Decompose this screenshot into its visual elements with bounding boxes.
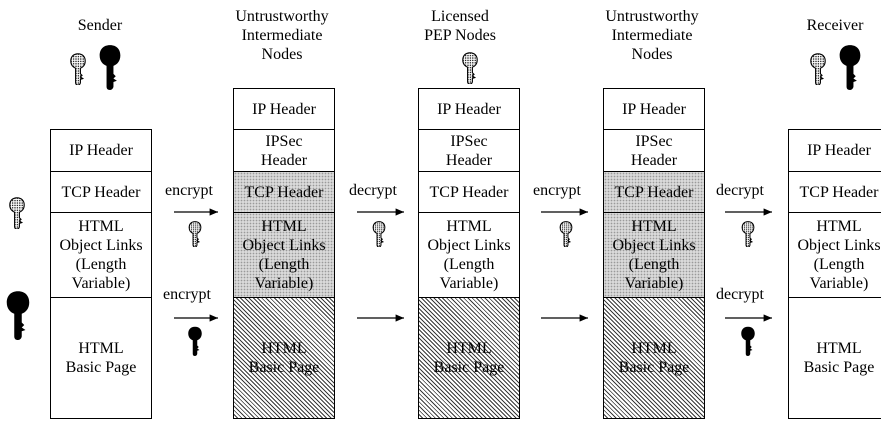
basic-page-label: HTML Basic Page bbox=[433, 340, 505, 376]
tcp-header-cell: TCP Header bbox=[419, 172, 519, 213]
ip-header-cell: IP Header bbox=[51, 130, 151, 172]
receiver-packet: IP Header TCP Header HTML Object Links (… bbox=[788, 129, 881, 419]
ip-header-label: IP Header bbox=[622, 100, 686, 118]
ip-header-label: IP Header bbox=[437, 100, 501, 118]
dotted-key-icon bbox=[370, 221, 388, 247]
encrypt-label-upper-2: encrypt bbox=[533, 182, 581, 199]
ip-header-cell: IP Header bbox=[234, 89, 334, 130]
encrypted-object-links-cell: HTML Object Links (Length Variable) bbox=[234, 213, 334, 298]
ipsec-header-label: IPSec Header bbox=[445, 132, 493, 169]
object-links-label: HTML Object Links (Length Variable) bbox=[797, 218, 881, 292]
receiver-title: Receiver bbox=[806, 17, 864, 34]
encrypted-basic-page-cell: HTML Basic Page bbox=[234, 298, 334, 418]
sender-title: Sender bbox=[77, 17, 123, 34]
encrypt-label-lower: encrypt bbox=[163, 286, 211, 303]
encrypted-basic-page-cell: HTML Basic Page bbox=[604, 298, 704, 418]
object-links-label: HTML Object Links (Length Variable) bbox=[612, 218, 696, 292]
basic-page-cell: HTML Basic Page bbox=[789, 298, 881, 418]
encrypted-tcp-header-cell: TCP Header bbox=[604, 172, 704, 213]
basic-page-cell: HTML Basic Page bbox=[51, 298, 151, 418]
basic-page-label: HTML Basic Page bbox=[618, 340, 690, 376]
tcp-header-label: TCP Header bbox=[61, 183, 141, 201]
tcp-header-label: TCP Header bbox=[244, 183, 324, 201]
encrypted-object-links-cell: HTML Object Links (Length Variable) bbox=[604, 213, 704, 298]
ipsec-header-cell: IPSec Header bbox=[234, 130, 334, 172]
ip-header-cell: IP Header bbox=[789, 130, 881, 172]
tcp-header-label: TCP Header bbox=[614, 183, 694, 201]
untrusted-packet-2: IP Header IPSec Header TCP Header HTML O… bbox=[603, 88, 705, 419]
untrusted-nodes-title-2: Untrustworthy Intermediate Nodes bbox=[605, 8, 699, 63]
decrypt-label-upper-2: decrypt bbox=[716, 182, 764, 199]
dotted-key-icon bbox=[739, 221, 757, 247]
tcp-header-label: TCP Header bbox=[429, 183, 509, 201]
ipsec-header-cell: IPSec Header bbox=[419, 130, 519, 172]
ip-header-cell: IP Header bbox=[419, 89, 519, 130]
dotted-key-icon bbox=[557, 221, 575, 247]
ip-header-label: IP Header bbox=[69, 142, 133, 159]
solid-key-icon bbox=[186, 326, 204, 356]
dotted-key-icon bbox=[186, 221, 204, 247]
object-links-cell: HTML Object Links (Length Variable) bbox=[51, 213, 151, 298]
ip-header-label: IP Header bbox=[807, 142, 871, 159]
ipsec-header-cell: IPSec Header bbox=[604, 130, 704, 172]
ipsec-header-label: IPSec Header bbox=[630, 132, 678, 169]
object-links-label: HTML Object Links (Length Variable) bbox=[427, 218, 511, 292]
licensed-pep-title: Licensed PEP Nodes bbox=[424, 8, 496, 44]
basic-page-label: HTML Basic Page bbox=[248, 340, 320, 376]
untrusted-packet-1: IP Header IPSec Header TCP Header HTML O… bbox=[233, 88, 335, 419]
encrypted-tcp-header-cell: TCP Header bbox=[234, 172, 334, 213]
tcp-header-label: TCP Header bbox=[799, 183, 879, 201]
decrypt-label-upper: decrypt bbox=[349, 182, 397, 199]
licensed-pep-packet: IP Header IPSec Header TCP Header HTML O… bbox=[418, 88, 520, 419]
encrypt-label-upper: encrypt bbox=[165, 182, 213, 199]
tcp-header-cell: TCP Header bbox=[51, 172, 151, 213]
solid-key-icon bbox=[739, 326, 757, 356]
untrusted-nodes-title-1: Untrustworthy Intermediate Nodes bbox=[235, 8, 329, 63]
encrypted-basic-page-cell: HTML Basic Page bbox=[419, 298, 519, 418]
decrypt-label-lower-2: decrypt bbox=[716, 286, 764, 303]
object-links-cell: HTML Object Links (Length Variable) bbox=[789, 213, 881, 298]
basic-page-label: HTML Basic Page bbox=[65, 340, 137, 376]
basic-page-label: HTML Basic Page bbox=[803, 340, 875, 376]
sender-packet: IP Header TCP Header HTML Object Links (… bbox=[50, 129, 152, 419]
ip-header-label: IP Header bbox=[252, 100, 316, 118]
object-links-label: HTML Object Links (Length Variable) bbox=[242, 218, 326, 292]
receiver-packet-clip: IP Header TCP Header HTML Object Links (… bbox=[788, 129, 881, 421]
object-links-label: HTML Object Links (Length Variable) bbox=[59, 218, 143, 292]
ipsec-header-label: IPSec Header bbox=[260, 132, 308, 169]
object-links-cell: HTML Object Links (Length Variable) bbox=[419, 213, 519, 298]
ip-header-cell: IP Header bbox=[604, 89, 704, 130]
tcp-header-cell: TCP Header bbox=[789, 172, 881, 213]
